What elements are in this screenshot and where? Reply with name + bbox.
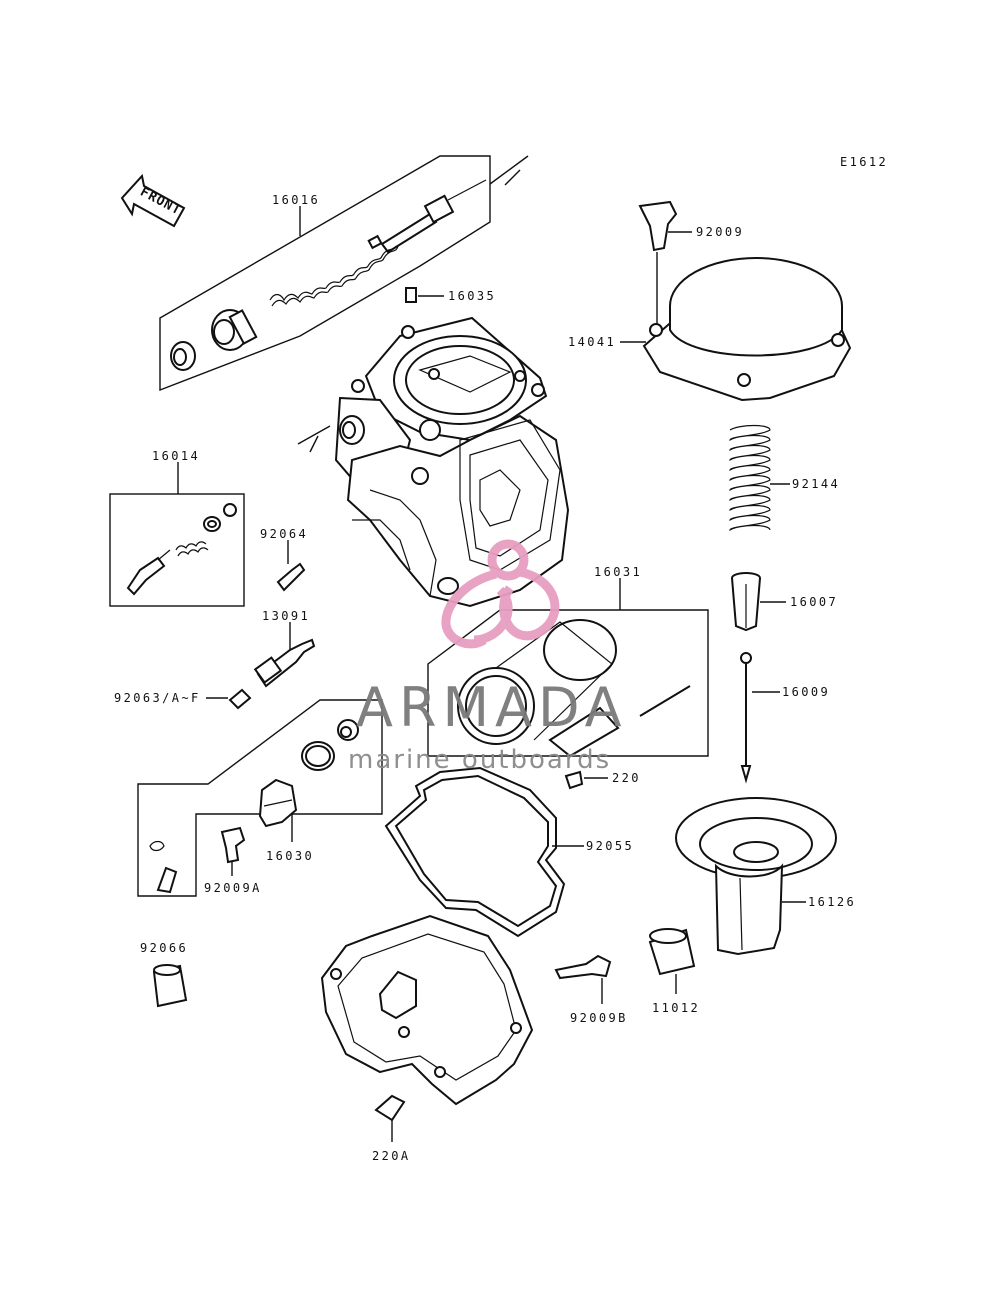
holder-16007: 16007 — [731, 572, 838, 632]
label-16014: 16014 — [152, 449, 200, 463]
label-16031: 16031 — [594, 565, 642, 579]
label-16126: 16126 — [808, 895, 856, 909]
label-92009: 92009 — [696, 225, 744, 239]
label-92066: 92066 — [140, 941, 188, 955]
label-92144: 92144 — [792, 477, 840, 491]
front-arrow: FRONT — [120, 173, 186, 228]
idle-screw — [367, 179, 487, 254]
label-92064: 92064 — [260, 527, 308, 541]
spring-16016 — [269, 245, 399, 307]
float-bowl — [320, 914, 534, 1106]
watermark-tagline: marine outboards — [348, 745, 611, 775]
screw-220: 220 — [564, 770, 641, 790]
assembly-16016: 16016 — [159, 155, 529, 392]
label-16009: 16009 — [782, 685, 830, 699]
pin-16035 — [405, 287, 417, 303]
label-92055: 92055 — [586, 839, 634, 853]
label-16007: 16007 — [790, 595, 838, 609]
jet-92063: 92063/A~F — [114, 688, 252, 710]
assembly-16014: 16014 — [109, 449, 245, 607]
assembly-16030: 16030 — [137, 699, 383, 897]
cap-92066: 92066 — [140, 941, 188, 1008]
figure-code: E1612 — [840, 155, 888, 169]
screw-92009: 92009 — [638, 200, 744, 326]
label-11012: 11012 — [652, 1001, 700, 1015]
label-16030: 16030 — [266, 849, 314, 863]
label-16016: 16016 — [272, 193, 320, 207]
float-valve — [258, 778, 298, 828]
label-16035: 16035 — [448, 289, 496, 303]
piston-16126: 16126 — [675, 797, 856, 956]
seal-16016 — [170, 341, 196, 371]
label-220: 220 — [612, 771, 641, 785]
carburetor-body: 16035 — [297, 287, 570, 608]
armada-watermark: ARMADA marine outboards — [348, 539, 628, 775]
valve-13091: 13091 — [253, 609, 316, 688]
screw-92009B: 92009B — [554, 954, 628, 1025]
gasket-92055: 92055 — [384, 766, 634, 938]
boot-11012: 11012 — [648, 928, 700, 1015]
label-92009A: 92009A — [204, 881, 262, 895]
float-seat — [337, 719, 359, 741]
needle-16009: 16009 — [740, 652, 830, 784]
screw-220A: 220A — [372, 1094, 411, 1163]
screw-92064: 92064 — [260, 527, 308, 592]
label-92063: 92063/A~F — [114, 691, 201, 705]
label-220A: 220A — [372, 1149, 411, 1163]
label-92009B: 92009B — [570, 1011, 628, 1025]
label-13091: 13091 — [262, 609, 310, 623]
spring-92144: 92144 — [729, 424, 840, 532]
top-cover-14041: 14041 — [568, 257, 852, 402]
nut-16016 — [211, 309, 258, 351]
armada-logo-icon — [441, 539, 560, 649]
assembly-16031: 16031 — [427, 565, 709, 758]
label-14041: 14041 — [568, 335, 616, 349]
screw-92009A: 92009A — [204, 826, 262, 895]
watermark-name: ARMADA — [356, 676, 628, 739]
